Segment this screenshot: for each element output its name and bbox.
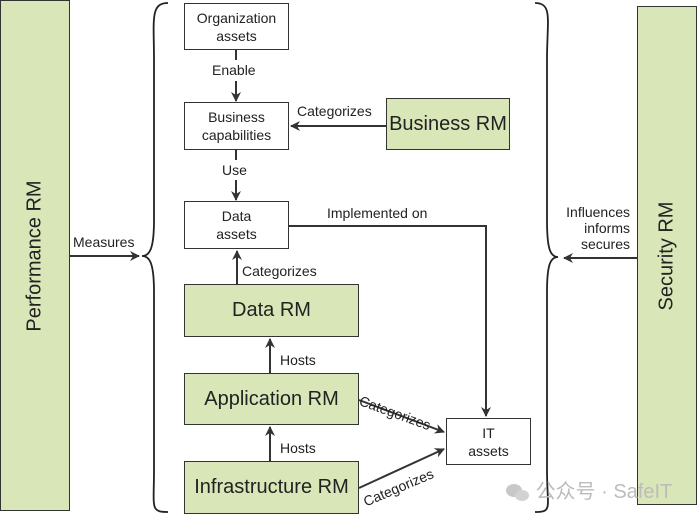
data-rm-categorizes-label: Categorizes [242, 263, 317, 279]
watermark: 公众号 · SafeIT [506, 475, 672, 504]
infra-hosts-label: Hosts [280, 440, 316, 456]
application-rm-node: Application RM [184, 373, 359, 425]
label-line: Influences [566, 204, 630, 220]
left-brace [141, 2, 169, 513]
infrastructure-rm-node: Infrastructure RM [184, 461, 359, 514]
node-line: Organization [196, 9, 277, 26]
business-rm-node: Business RM [386, 98, 510, 150]
app-categorizes-it-arrow [358, 399, 445, 434]
use-label: Use [222, 162, 247, 178]
node-line: IT [482, 424, 495, 441]
enable-label: Enable [212, 62, 256, 78]
label-line: secures [580, 236, 630, 252]
data-assets-node: Data assets [184, 201, 289, 249]
implemented-on-arrow [289, 225, 491, 417]
node-line: Business [208, 109, 265, 125]
security-rm-box: Security RM [637, 6, 697, 505]
data-rm-label: Data RM [232, 299, 311, 321]
business-capabilities-node: Business capabilities [184, 102, 289, 150]
watermark-text: 公众号 · SafeIT [535, 481, 673, 503]
performance-rm-box: Performance RM [0, 0, 70, 511]
node-line: assets [216, 27, 257, 44]
performance-rm-label: Performance RM [23, 179, 46, 332]
label-line: informs [584, 220, 630, 236]
implemented-on-label: Implemented on [327, 205, 428, 221]
measures-label: Measures [73, 234, 135, 250]
node-line: Data [221, 208, 252, 224]
node-line: assets [468, 442, 509, 459]
infrastructure-rm-label: Infrastructure RM [194, 476, 349, 498]
security-rm-label: Security RM [655, 201, 678, 310]
node-line: capabilities [201, 127, 272, 143]
security-influences-label: Influences informs secures [556, 204, 630, 252]
infra-categorizes-it-arrow [358, 448, 445, 489]
business-rm-label: Business RM [389, 112, 507, 135]
application-rm-label: Application RM [204, 387, 339, 410]
wechat-icon [506, 483, 530, 502]
app-hosts-label: Hosts [280, 352, 316, 368]
right-brace [534, 2, 559, 513]
node-line: assets [216, 226, 257, 242]
business-categorizes-label: Categorizes [297, 103, 372, 119]
data-rm-node: Data RM [184, 284, 359, 337]
